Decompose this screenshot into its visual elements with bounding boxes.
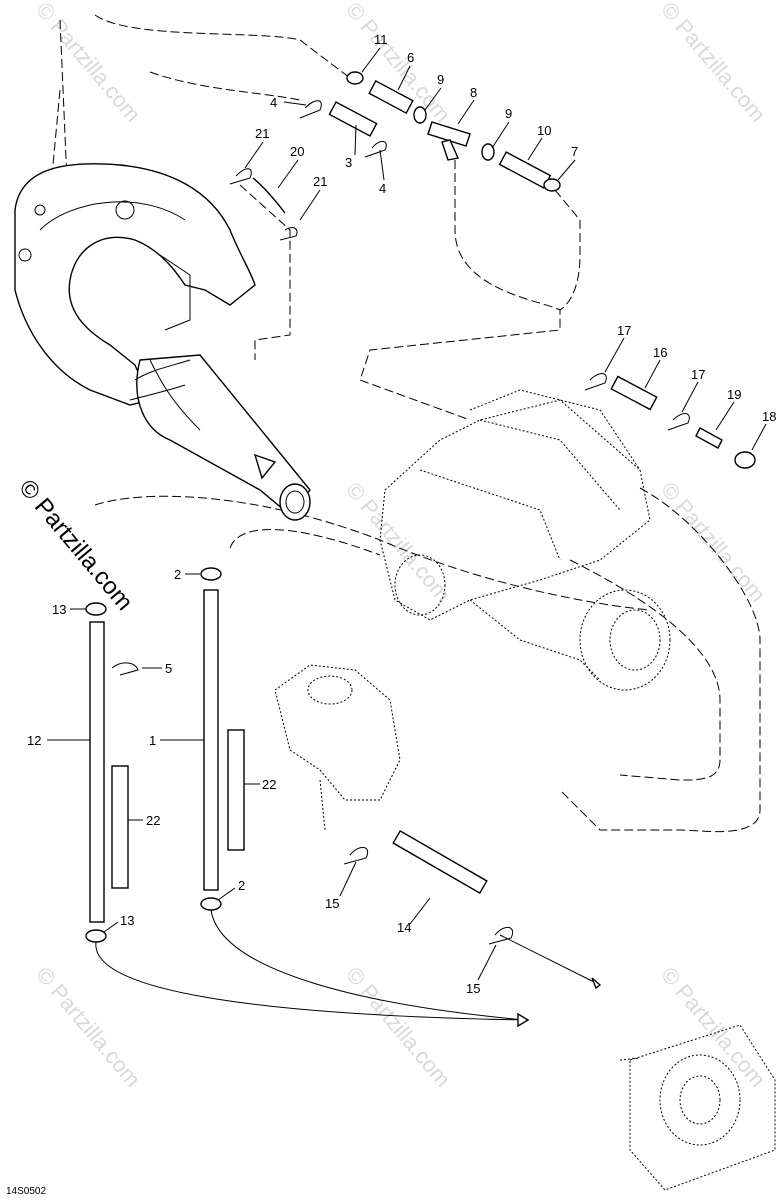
engine-block: [379, 389, 671, 691]
hose-12: [89, 621, 105, 923]
clamp-9: [481, 143, 495, 161]
hose-3: [328, 101, 378, 137]
callout-3: 3: [345, 155, 352, 170]
clamp-13: [85, 929, 107, 943]
callout-16: 16: [653, 345, 667, 360]
callout-5: 5: [165, 661, 172, 676]
hose-16: [610, 375, 658, 411]
watermark: © Partzilla.com: [656, 0, 770, 127]
callout-1: 1: [149, 733, 156, 748]
clamp-9: [413, 106, 427, 124]
right-hose-set: [584, 373, 756, 469]
callout-17: 17: [691, 367, 705, 382]
callout-2: 2: [238, 878, 245, 893]
callout-10: 10: [537, 123, 551, 138]
clip-15: [343, 847, 368, 865]
tee-8: [427, 121, 471, 147]
clip-17: [584, 373, 607, 391]
callout-4: 4: [379, 181, 386, 196]
hose-22: [111, 765, 129, 889]
plug-18: [734, 451, 756, 469]
pump-plate: [619, 1024, 776, 1191]
clip-21: [229, 168, 252, 185]
callout-20: 20: [290, 144, 304, 159]
copyright-notice: © Partzilla.com: [13, 475, 138, 616]
hose-14: [392, 829, 488, 895]
hose-10: [498, 151, 552, 189]
hose-22: [227, 729, 245, 851]
callout-14: 14: [397, 920, 411, 935]
clip-4: [364, 141, 387, 158]
callout-7: 7: [571, 144, 578, 159]
callout-4: 4: [270, 95, 277, 110]
clip-5: [111, 662, 139, 676]
watermark: © Partzilla.com: [31, 0, 145, 127]
tuned-pipe: [14, 163, 311, 521]
clip-21: [279, 227, 298, 241]
watermark: © Partzilla.com: [656, 477, 770, 607]
lower-hoses: [85, 567, 602, 1028]
clamp-2: [200, 567, 222, 581]
clip-15: [488, 927, 513, 945]
callout-9: 9: [437, 72, 444, 87]
drawing-number: 14S0502: [6, 1186, 46, 1197]
callout-22: 22: [146, 813, 160, 828]
clip-4: [299, 100, 322, 119]
hose-1: [203, 589, 219, 891]
watermark: © Partzilla.com: [31, 962, 145, 1092]
watermark: © Partzilla.com: [341, 962, 455, 1092]
exhaust-manifold: [274, 664, 401, 831]
callout-21: 21: [255, 126, 269, 141]
callout-11: 11: [374, 32, 388, 47]
callout-15: 15: [466, 981, 480, 996]
callout-labels: 11 6 9 8 4 9 10 21 20 3 7 21 4 17 16 17 …: [27, 32, 776, 996]
clamp-13: [85, 602, 107, 616]
top-hose-set: [229, 71, 561, 241]
callout-12: 12: [27, 733, 41, 748]
callout-15: 15: [325, 896, 339, 911]
leader-lines: [47, 47, 767, 981]
watermark: © Partzilla.com: [341, 477, 455, 607]
callout-18: 18: [762, 409, 776, 424]
fitting-19: [695, 427, 723, 449]
callout-6: 6: [407, 50, 414, 65]
clamp-11: [346, 71, 364, 85]
hose-6: [368, 80, 414, 114]
callout-13: 13: [52, 602, 66, 617]
callout-2: 2: [174, 567, 181, 582]
callout-21: 21: [313, 174, 327, 189]
callout-17: 17: [617, 323, 631, 338]
callout-19: 19: [727, 387, 741, 402]
callout-13: 13: [120, 913, 134, 928]
callout-8: 8: [470, 85, 477, 100]
callout-22: 22: [262, 777, 276, 792]
clip-17: [667, 413, 690, 431]
callout-9: 9: [505, 106, 512, 121]
watermark: © Partzilla.com: [656, 962, 770, 1092]
clamp-7: [543, 178, 561, 192]
